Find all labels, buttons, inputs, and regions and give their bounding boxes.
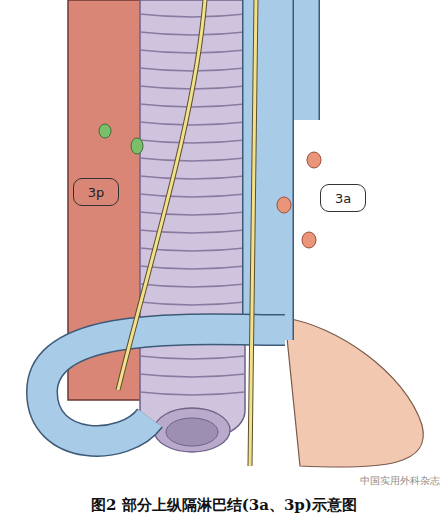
great-vessels [42,0,305,441]
station-label-box: 3a [320,184,366,212]
nerves [118,0,256,466]
station-label-box: 3p [73,178,119,206]
heart [285,318,423,467]
station-number: 3a [335,191,351,206]
lymph-nodes-3p [99,124,143,154]
lymph-nodes-3a [277,152,321,248]
trachea [140,0,245,452]
station-number: 3p [88,185,105,200]
figure-caption: 图2 部分上纵隔淋巴结(3a、3p)示意图 [91,496,357,515]
watermark: 中国实用外科杂志 [360,474,440,488]
